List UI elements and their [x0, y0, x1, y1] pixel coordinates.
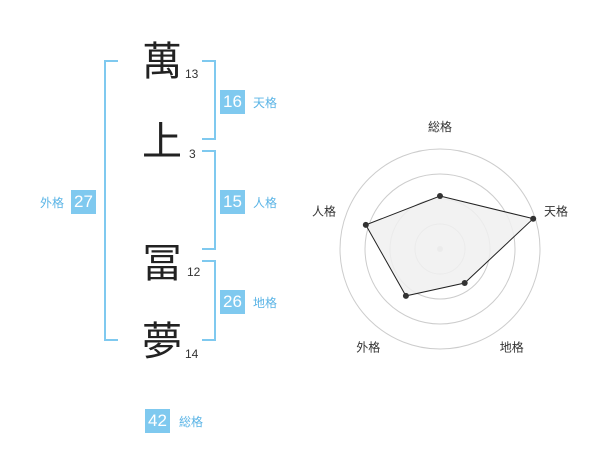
gaikaku-bracket [104, 60, 118, 341]
radar-point [437, 193, 443, 199]
radar-point [530, 215, 537, 222]
gaikaku-label: 外格 [40, 196, 65, 210]
tenkaku-label: 天格 [253, 96, 278, 110]
radar-point [461, 279, 468, 286]
jinkaku-label: 人格 [253, 196, 278, 210]
name-char-4: 夢 [142, 319, 182, 365]
chikaku-label: 地格 [253, 296, 278, 310]
gaikaku-value-badge: 27 [71, 190, 96, 214]
radar-point [402, 292, 409, 299]
jinkaku-value-badge: 15 [220, 190, 245, 214]
radar-axis-label: 天格 [544, 203, 568, 218]
tenkaku-bracket [202, 60, 216, 140]
chikaku-value-badge: 26 [220, 290, 245, 314]
stroke-count-3: 12 [187, 265, 201, 279]
radar-ring [364, 173, 516, 325]
radar-axis-label: 外格 [356, 340, 380, 355]
radar-axis-label: 地格 [500, 340, 524, 355]
name-char-3: 冨 [142, 241, 182, 287]
radar-polygon [365, 195, 535, 297]
name-char-1: 萬 [142, 39, 182, 85]
name-char-2: 上 [142, 119, 182, 165]
jinkaku-bracket [202, 150, 216, 250]
radar-axis-label: 総格 [428, 119, 452, 134]
chikaku-bracket [202, 260, 216, 341]
tenkaku-value-badge: 16 [220, 90, 245, 114]
stroke-count-2: 3 [189, 147, 196, 161]
radar-point [362, 221, 369, 228]
soukaku-value-badge: 42 [145, 409, 170, 433]
radar-axis-label: 人格 [312, 203, 336, 218]
stroke-count-4: 14 [185, 347, 199, 361]
stroke-count-1: 13 [185, 67, 199, 81]
soukaku-label: 総格 [179, 415, 204, 429]
radar-ring [339, 148, 541, 350]
